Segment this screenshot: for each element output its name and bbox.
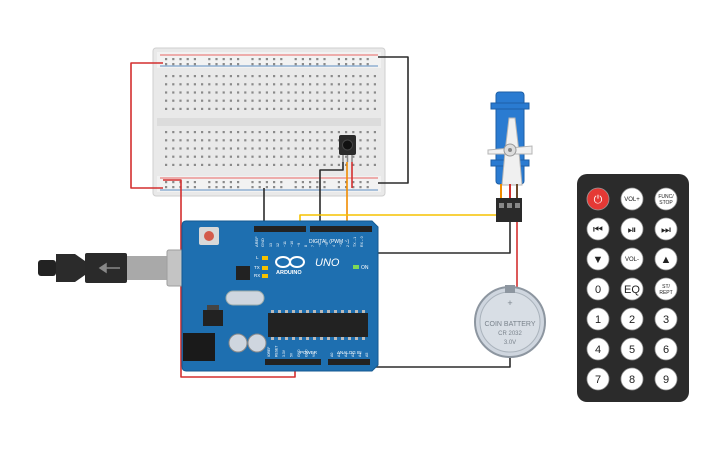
remote-button-nine[interactable]: 9 [654, 367, 678, 391]
arduino-brand-label: ARDUINO [276, 270, 302, 276]
remote-button-five[interactable]: 5 [620, 337, 644, 361]
remote-button-two[interactable]: 2 [620, 307, 644, 331]
analog-pin-label: A1 [337, 353, 341, 357]
power-pin-label: GND [305, 349, 309, 357]
analog-pin-label: A2 [344, 353, 348, 357]
power-pin-label: Vin [312, 352, 316, 357]
digital-pin-label: 12 [276, 243, 280, 247]
analog-label: ANALOG IN [337, 350, 362, 355]
remote-button-label: 4 [595, 344, 601, 356]
remote-button-label: ⏻ [594, 194, 603, 206]
power-pin-label: 3.3V [282, 349, 286, 357]
coin-battery[interactable]: + COIN BATTERY CR 2032 3.0V [474, 285, 546, 358]
remote-button-label: FUNC/ [658, 194, 674, 200]
breadboard[interactable] [152, 47, 386, 197]
remote-button-label: EQ [624, 284, 640, 296]
remote-button-vol-up[interactable]: VOL+ [620, 187, 644, 211]
battery-label-1: COIN BATTERY [484, 321, 535, 328]
gnd-label: GND [260, 238, 265, 247]
digital-pin-label: 2 [346, 245, 350, 247]
remote-button-eight[interactable]: 8 [620, 367, 644, 391]
remote-button-label: VOL- [625, 257, 639, 263]
digital-pin-label: 4 [332, 245, 336, 247]
chip-pins [271, 310, 365, 340]
rx-label: RX [254, 273, 260, 278]
digital-pin-label: 13 [269, 243, 273, 247]
remote-button-three[interactable]: 3 [654, 307, 678, 331]
remote-button-down[interactable]: ▼ [586, 247, 610, 271]
remote-button-label: 2 [629, 314, 635, 326]
power-pin-label: RESET [275, 346, 279, 357]
analog-pin-label: A4 [358, 353, 362, 357]
battery-label-3: 3.0V [504, 340, 516, 346]
remote-button-label: ▼ [593, 254, 604, 266]
remote-button-seven[interactable]: 7 [586, 367, 610, 391]
remote-button-func-stop[interactable]: FUNC/STOP [654, 187, 678, 211]
analog-pin-label: A5 [365, 353, 369, 357]
power-pin-label: IOREF [267, 347, 271, 357]
digital-pin-label: ~11 [283, 241, 287, 247]
remote-button-label: ⏮ [593, 224, 603, 236]
remote-button-play-pause[interactable]: ⏯ [620, 217, 644, 241]
power-label: POWER [300, 350, 318, 355]
remote-button-label: ⏭ [661, 224, 671, 236]
ir-remote[interactable]: ⏻ VOL+ FUNC/STOP ⏮ ⏯ ⏭ ▼ VOL- ▲ 0 EQ ST/REPT 1 2 3 4 5 6 7… [577, 174, 689, 402]
digital-pin-label: ~3 [339, 243, 343, 247]
remote-button-label: REPT [659, 290, 672, 296]
digital-pin-label: ~9 [297, 243, 301, 247]
analog-pin-label: A0 [330, 353, 334, 357]
l-label: L [256, 255, 259, 260]
remote-button-label: 7 [595, 374, 601, 386]
digital-pin-label: 8 [304, 245, 308, 247]
digital-pin-label: RX←0 [360, 236, 364, 247]
remote-button-label: 1 [595, 314, 601, 326]
remote-button-next[interactable]: ⏭ [654, 217, 678, 241]
remote-button-zero[interactable]: 0 [586, 277, 610, 301]
digital-pin-label: ~6 [318, 243, 322, 247]
remote-button-label: ⏯ [628, 224, 637, 236]
digital-pin-label: TX→1 [353, 237, 357, 247]
digital-label: DIGITAL (PWM ~) [309, 239, 349, 245]
aref-label: AREF [254, 236, 259, 247]
remote-button-four[interactable]: 4 [586, 337, 610, 361]
arduino-logo-icon [275, 256, 305, 268]
remote-button-eq[interactable]: EQ [620, 277, 644, 301]
arduino-model-label: UNO [315, 257, 340, 269]
digital-pin-label: ~5 [325, 243, 329, 247]
remote-button-label: 5 [629, 344, 635, 356]
remote-button-power[interactable]: ⏻ [586, 187, 610, 211]
power-pin-label: GND [297, 349, 301, 357]
digital-pin-label: ~10 [290, 241, 294, 247]
remote-button-label: VOL+ [624, 197, 640, 203]
on-label: ON [361, 265, 369, 271]
battery-label-2: CR 2032 [498, 331, 522, 337]
servo-motor-icon[interactable] [487, 91, 533, 222]
power-pin-label: 5V [290, 352, 294, 357]
ir-receiver-icon[interactable] [339, 135, 356, 162]
remote-button-prev[interactable]: ⏮ [586, 217, 610, 241]
tx-label: TX [254, 265, 260, 270]
breadboard-holes [165, 58, 376, 189]
remote-button-six[interactable]: 6 [654, 337, 678, 361]
remote-button-label: 6 [663, 344, 669, 356]
remote-button-one[interactable]: 1 [586, 307, 610, 331]
remote-button-vol-down[interactable]: VOL- [620, 247, 644, 271]
analog-pin-label: A3 [351, 353, 355, 357]
remote-button-label: ▲ [661, 254, 672, 266]
remote-button-st-rept[interactable]: ST/REPT [654, 277, 678, 301]
arduino-uno-board[interactable]: UNO ARDUINO DIGITAL (PWM ~) POWER ANALOG… [181, 220, 379, 372]
battery-plus-label: + [507, 298, 512, 308]
remote-button-label: 8 [629, 374, 635, 386]
remote-button-label: 3 [663, 314, 669, 326]
remote-button-up[interactable]: ▲ [654, 247, 678, 271]
remote-button-label: 9 [663, 374, 669, 386]
remote-button-label: ST/ [662, 284, 670, 290]
digital-pin-label: 7 [311, 245, 315, 247]
remote-button-label: STOP [659, 200, 673, 206]
remote-button-label: 0 [595, 284, 601, 296]
